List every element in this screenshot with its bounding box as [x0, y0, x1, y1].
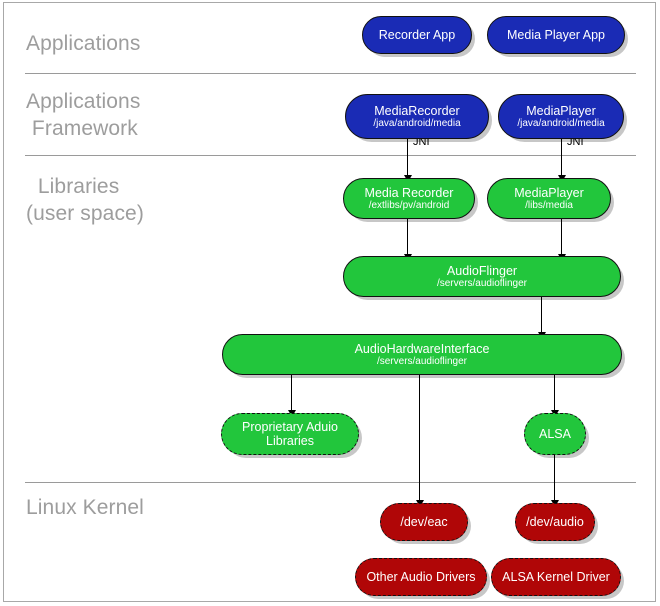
node-other-audio-drivers-title: Other Audio Drivers — [366, 570, 476, 584]
divider-libraries — [25, 482, 636, 483]
connector-mediarecorder-audioflinger — [407, 219, 408, 257]
node-alsa-kernel-driver-title: ALSA Kernel Driver — [502, 570, 610, 584]
node-audioflinger-path: /servers/audioflinger — [436, 277, 528, 289]
node-dev-audio-title: /dev/audio — [526, 515, 584, 529]
connector-ahi-proprietary — [291, 375, 292, 413]
node-other-audio-drivers[interactable]: Other Audio Drivers — [355, 558, 487, 596]
node-mediaplayer-framework[interactable]: MediaPlayer /java/android/media — [498, 94, 624, 139]
layer-label-linux-kernel: Linux Kernel — [26, 496, 144, 519]
node-mediaplayer-framework-path: /java/android/media — [517, 117, 605, 129]
node-mediarecorder-framework[interactable]: MediaRecorder /java/android/media — [345, 94, 489, 139]
node-dev-eac-title: /dev/eac — [400, 515, 448, 529]
node-proprietary-audio-libraries-title-line2: Libraries — [266, 434, 314, 448]
layer-label-applications: Applications — [26, 32, 141, 55]
layer-label-libraries-line1: Libraries — [26, 175, 120, 198]
node-audioflinger-title: AudioFlinger — [446, 263, 518, 278]
node-dev-eac[interactable]: /dev/eac — [380, 503, 468, 541]
node-media-player-app[interactable]: Media Player App — [487, 16, 625, 54]
node-media-recorder-library[interactable]: Media Recorder /extlibs/pv/android — [343, 178, 475, 219]
node-mediaplayer-framework-title: MediaPlayer — [526, 103, 596, 118]
connector-mediaplayer-jni — [561, 139, 562, 178]
node-proprietary-audio-libraries[interactable]: Proprietary Aduio Libraries — [221, 413, 359, 455]
node-media-recorder-library-path: /extlibs/pv/android — [368, 199, 450, 211]
node-alsa-title: ALSA — [539, 427, 571, 441]
node-dev-audio[interactable]: /dev/audio — [515, 503, 595, 541]
node-media-player-app-title: Media Player App — [507, 28, 605, 42]
node-alsa-kernel-driver[interactable]: ALSA Kernel Driver — [491, 558, 621, 596]
edge-label-jni-right: JNI — [567, 136, 584, 148]
node-alsa[interactable]: ALSA — [524, 413, 586, 455]
layer-label-applications-framework-line1: Applications — [26, 90, 141, 113]
layer-label-libraries-line2: (user space) — [26, 202, 144, 225]
node-media-recorder-library-title: Media Recorder — [364, 185, 454, 200]
node-mediaplayer-library[interactable]: MediaPlayer /libs/media — [487, 178, 611, 219]
node-audiohardwareinterface-path: /servers/audioflinger — [376, 355, 468, 367]
node-recorder-app-title: Recorder App — [378, 28, 456, 42]
node-audioflinger[interactable]: AudioFlinger /servers/audioflinger — [343, 256, 621, 297]
connector-mediaplayer-audioflinger — [561, 219, 562, 257]
connector-alsa-dev-audio — [554, 455, 555, 503]
connector-ahi-dev-eac — [419, 375, 420, 503]
divider-applications — [25, 73, 636, 74]
edge-label-jni-left: JNI — [413, 136, 430, 148]
node-proprietary-audio-libraries-title-line1: Proprietary Aduio — [242, 420, 338, 434]
node-mediaplayer-library-title: MediaPlayer — [514, 185, 584, 200]
node-mediarecorder-framework-title: MediaRecorder — [374, 103, 460, 118]
connector-ahi-alsa — [554, 375, 555, 413]
layer-label-libraries: Libraries (user space) — [26, 173, 144, 227]
node-mediarecorder-framework-path: /java/android/media — [373, 117, 461, 129]
layer-label-applications-framework: Applications Framework — [26, 88, 140, 142]
layer-label-applications-framework-line2: Framework — [26, 117, 138, 140]
node-mediaplayer-library-path: /libs/media — [525, 199, 573, 211]
connector-mediarecorder-jni — [407, 139, 408, 178]
node-recorder-app[interactable]: Recorder App — [362, 16, 472, 54]
connector-audioflinger-audiohardwareinterface — [541, 297, 542, 335]
divider-applications-framework — [25, 155, 636, 156]
node-audiohardwareinterface[interactable]: AudioHardwareInterface /servers/audiofli… — [222, 334, 622, 375]
node-audiohardwareinterface-title: AudioHardwareInterface — [354, 341, 490, 356]
